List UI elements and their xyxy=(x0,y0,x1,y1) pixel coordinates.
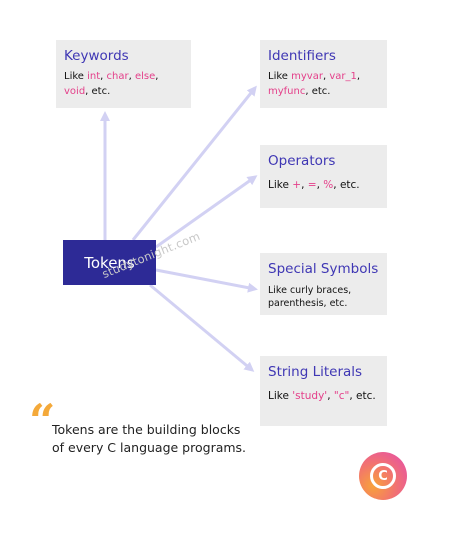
operators-title: Operators xyxy=(268,153,336,169)
keywords-body: Like int, char, else, void, etc. xyxy=(64,71,159,97)
literal-c: "c" xyxy=(333,390,350,402)
operators-body: Like +, =, %, etc. xyxy=(268,179,360,191)
identifiers-title: Identifiers xyxy=(268,48,336,64)
special-symbols-line2: parenthesis, etc. xyxy=(268,298,348,309)
keyword-else: else xyxy=(134,71,156,82)
keyword-int: int xyxy=(87,71,101,82)
quote-text: Tokens are the building blocks of every … xyxy=(52,422,247,455)
literal-study: 'study' xyxy=(292,390,328,402)
identifier-myvar: myvar xyxy=(291,71,323,82)
string-literals-title: String Literals xyxy=(268,364,363,380)
string-literals-prefix: Like xyxy=(268,390,293,402)
logo-letter: C xyxy=(370,463,396,489)
keywords-suffix: , etc. xyxy=(85,86,111,97)
operators-prefix: Like xyxy=(268,179,293,191)
keyword-char: char xyxy=(106,71,129,82)
string-literals-suffix: , etc. xyxy=(349,390,376,402)
keywords-card: Keywords Like int, char, else, void, etc… xyxy=(56,40,191,108)
identifiers-body: Like myvar, var_1, myfunc, etc. xyxy=(268,71,361,97)
identifiers-suffix: , etc. xyxy=(305,86,331,97)
c-logo-icon: C xyxy=(359,452,407,500)
identifiers-card: Identifiers Like myvar, var_1, myfunc, e… xyxy=(260,40,387,108)
identifier-myfunc: myfunc xyxy=(268,86,306,97)
operator-percent: % xyxy=(323,179,334,191)
tokens-box: Tokens xyxy=(63,240,156,285)
string-literals-card: String Literals Like 'study', "c", etc. xyxy=(260,356,387,426)
arrow-to-operators xyxy=(155,175,258,249)
keywords-title: Keywords xyxy=(64,48,129,64)
quote-mark-icon: “ xyxy=(29,394,56,448)
special-symbols-body: Like curly braces, parenthesis, etc. xyxy=(268,284,379,310)
identifier-var1: var_1 xyxy=(329,71,357,82)
special-symbols-card: Special Symbols Like curly braces, paren… xyxy=(260,253,387,315)
special-symbols-title: Special Symbols xyxy=(268,261,379,277)
identifiers-prefix: Like xyxy=(268,71,292,82)
keywords-prefix: Like xyxy=(64,71,88,82)
arrow-to-special-symbols xyxy=(155,268,258,293)
operators-card: Operators Like +, =, %, etc. xyxy=(260,145,387,208)
string-literals-body: Like 'study', "c", etc. xyxy=(268,390,376,402)
arrow-to-string-literals xyxy=(149,283,255,372)
tokens-label: Tokens xyxy=(84,253,135,272)
arrow-to-identifiers xyxy=(131,85,257,241)
operator-plus: + xyxy=(292,179,302,191)
special-symbols-line1: Like curly braces, xyxy=(268,285,352,296)
operator-equals: = xyxy=(307,179,317,191)
keyword-void: void xyxy=(64,86,86,97)
operators-suffix: , etc. xyxy=(333,179,360,191)
